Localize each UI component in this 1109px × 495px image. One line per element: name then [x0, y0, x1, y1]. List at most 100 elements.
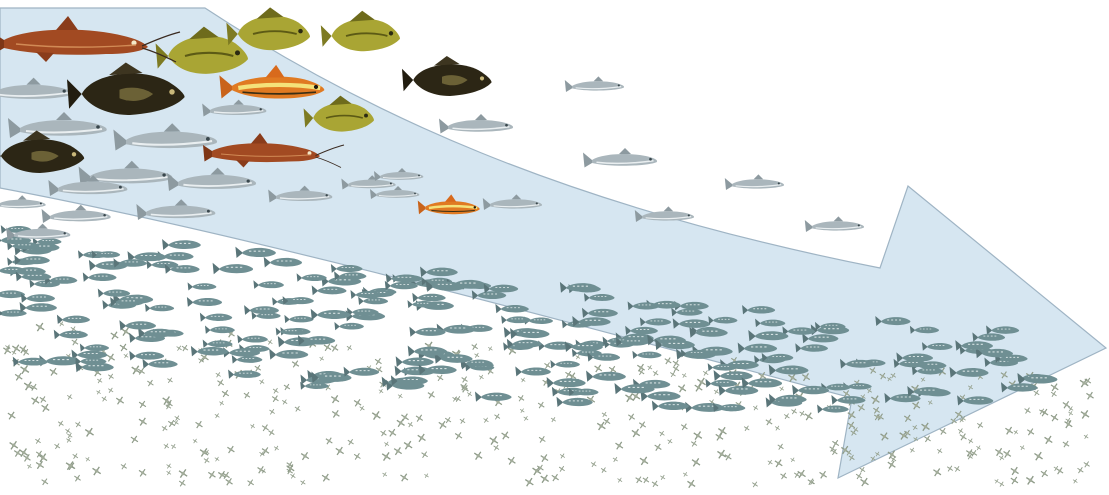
plankton-icon	[753, 406, 758, 411]
plankton-icon	[1004, 450, 1011, 457]
plankton-icon	[36, 323, 44, 331]
plankton-icon	[648, 365, 653, 370]
herring-icon	[565, 76, 624, 92]
plankton-icon	[694, 432, 702, 440]
plankton-icon	[428, 392, 435, 399]
plankton-icon	[508, 457, 515, 464]
plankton-icon	[955, 466, 960, 471]
plankton-icon	[775, 460, 782, 467]
plankton-icon	[175, 416, 180, 421]
small-fish-icon	[284, 315, 313, 323]
plankton-icon	[15, 373, 22, 380]
plankton-icon	[262, 425, 268, 431]
plankton-icon	[673, 360, 679, 366]
plankton-icon	[462, 377, 468, 383]
small-fish-icon	[264, 257, 302, 268]
plankton-icon	[460, 418, 465, 423]
plankton-icon	[971, 450, 977, 456]
plankton-icon	[1034, 390, 1039, 395]
herring-icon	[0, 195, 46, 209]
plankton-icon	[697, 378, 705, 386]
plankton-icon	[791, 458, 795, 462]
plankton-icon	[1057, 468, 1064, 475]
plankton-icon	[652, 481, 658, 487]
small-fish-icon	[20, 302, 57, 313]
plankton-icon	[1081, 410, 1089, 418]
plankton-icon	[1025, 408, 1031, 414]
plankton-icon	[439, 421, 446, 428]
plankton-icon	[714, 389, 719, 394]
plankton-icon	[744, 426, 749, 431]
herring-icon	[583, 148, 657, 168]
plankton-icon	[1084, 462, 1090, 468]
plankton-icon	[193, 439, 197, 443]
plankton-icon	[525, 478, 533, 486]
plankton-icon	[27, 464, 31, 468]
plankton-icon	[332, 410, 339, 417]
plankton-icon	[422, 452, 428, 458]
small-fish-icon	[550, 360, 579, 368]
small-fish-icon	[203, 340, 233, 348]
plankton-icon	[628, 414, 634, 420]
plankton-icon	[668, 439, 673, 444]
plankton-icon	[682, 373, 686, 377]
plankton-icon	[244, 392, 250, 398]
plankton-icon	[1041, 470, 1048, 477]
plankton-icon	[147, 380, 153, 386]
plankton-icon	[800, 411, 805, 416]
plankton-icon	[752, 482, 757, 487]
plankton-icon	[67, 433, 72, 438]
plankton-icon	[416, 415, 423, 422]
plankton-icon	[250, 424, 254, 428]
plankton-icon	[490, 436, 498, 444]
small-fish-icon	[557, 397, 593, 407]
plankton-icon	[791, 409, 796, 414]
plankton-icon	[102, 396, 107, 401]
plankton-icon	[21, 365, 29, 373]
plankton-icon	[484, 418, 489, 423]
plankton-icon	[171, 444, 176, 449]
plankton-icon	[42, 479, 48, 485]
plankton-icon	[400, 474, 408, 482]
plankton-icon	[222, 390, 229, 397]
plankton-icon	[1051, 384, 1058, 391]
plankton-icon	[182, 345, 188, 351]
plankton-icon	[691, 441, 697, 447]
plankton-icon	[488, 347, 492, 351]
plankton-icon	[678, 385, 686, 393]
plankton-icon	[131, 436, 138, 443]
plankton-icon	[604, 418, 610, 424]
plankton-icon	[539, 436, 545, 442]
plankton-icon	[248, 480, 254, 486]
plankton-icon	[73, 453, 78, 458]
bass-icon	[402, 56, 492, 96]
plankton-icon	[960, 434, 967, 441]
small-fish-icon	[632, 351, 661, 359]
plankton-icon	[424, 474, 428, 478]
plankton-icon	[389, 429, 396, 436]
plankton-icon	[347, 345, 352, 350]
plankton-icon	[559, 466, 565, 472]
plankton-icon	[632, 429, 640, 437]
plankton-icon	[766, 419, 772, 425]
plankton-icon	[805, 413, 813, 421]
plankton-icon	[860, 467, 865, 472]
small-fish-icon	[547, 377, 586, 388]
plankton-icon	[139, 418, 147, 426]
small-fish-icon	[652, 401, 689, 411]
plankton-icon	[108, 388, 113, 393]
plankton-icon	[632, 392, 640, 400]
small-fish-icon	[83, 272, 117, 282]
plankton-icon	[1011, 477, 1018, 484]
plankton-icon	[976, 446, 980, 450]
plankton-icon	[72, 339, 78, 345]
plankton-icon	[300, 480, 305, 485]
plankton-icon	[331, 345, 338, 352]
plankton-icon	[162, 426, 167, 431]
plankton-icon	[615, 442, 622, 449]
small-fish-icon	[162, 239, 201, 250]
plankton-icon	[695, 384, 703, 392]
small-fish-icon	[312, 285, 347, 295]
plankton-icon	[85, 428, 93, 436]
plankton-icon	[31, 397, 39, 405]
